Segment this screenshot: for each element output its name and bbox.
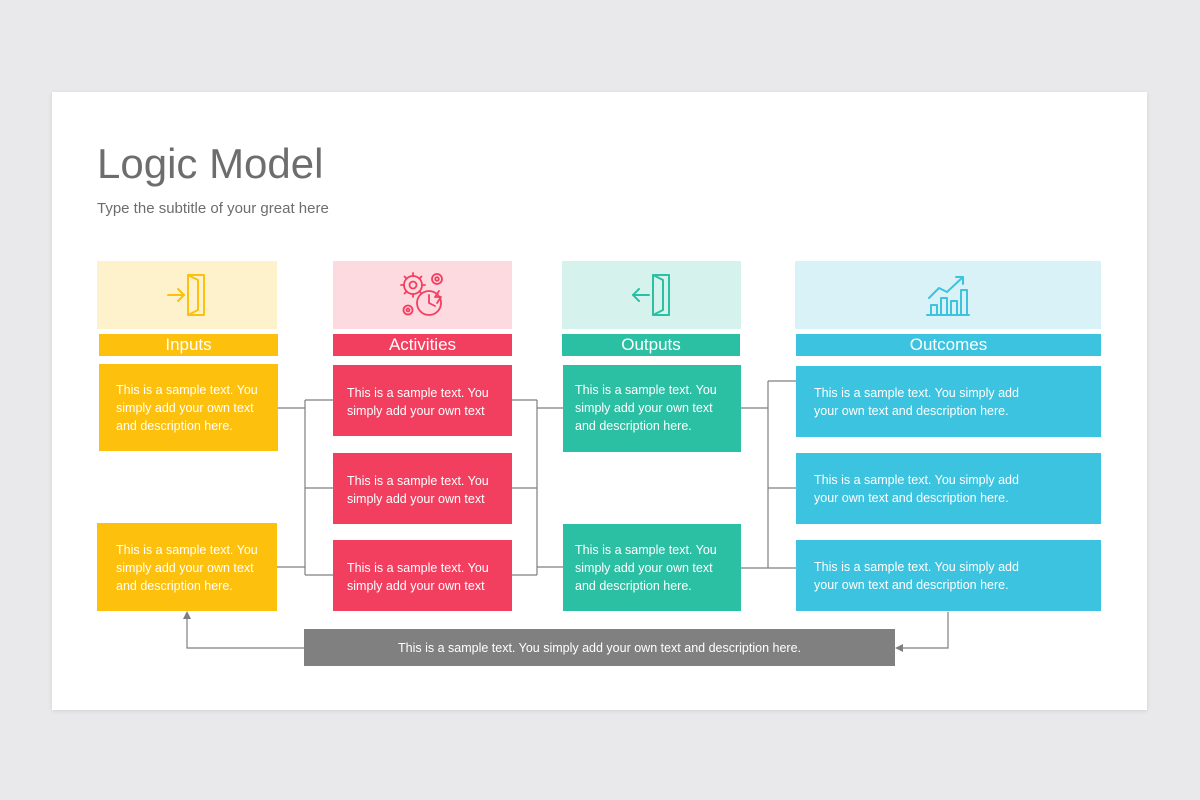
- feedback-bar: This is a sample text. You simply add yo…: [304, 629, 895, 666]
- outputs-box-2: This is a sample text. You simply add yo…: [563, 524, 741, 611]
- activities-icon-tile: [333, 261, 512, 329]
- outcomes-icon-tile: [795, 261, 1101, 329]
- outcomes-box-3: This is a sample text. You simply add yo…: [796, 540, 1101, 611]
- inputs-box-2: This is a sample text. You simply add yo…: [97, 523, 277, 611]
- exit-door-icon: [631, 274, 670, 316]
- slide-subtitle: Type the subtitle of your great here: [97, 200, 329, 217]
- outcomes-box-2: This is a sample text. You simply add yo…: [796, 453, 1101, 524]
- growth-chart-icon: [926, 276, 970, 316]
- activities-box-1: This is a sample text. You simply add yo…: [333, 365, 512, 436]
- activities-box-2: This is a sample text. You simply add yo…: [333, 453, 512, 524]
- outputs-label: Outputs: [562, 334, 740, 356]
- outcomes-box-1: This is a sample text. You simply add yo…: [796, 366, 1101, 437]
- outputs-icon-tile: [562, 261, 741, 329]
- slide-title: Logic Model: [97, 140, 324, 187]
- inputs-box-1: This is a sample text. You simply add yo…: [99, 364, 278, 451]
- activities-label: Activities: [333, 334, 512, 356]
- gears-clock-icon: [399, 272, 443, 316]
- inputs-icon-tile: [97, 261, 277, 329]
- outputs-box-1: This is a sample text. You simply add yo…: [563, 365, 741, 452]
- activities-box-3: This is a sample text. You simply add yo…: [333, 540, 512, 611]
- enter-door-icon: [167, 274, 205, 316]
- outcomes-label: Outcomes: [796, 334, 1101, 356]
- inputs-label: Inputs: [99, 334, 278, 356]
